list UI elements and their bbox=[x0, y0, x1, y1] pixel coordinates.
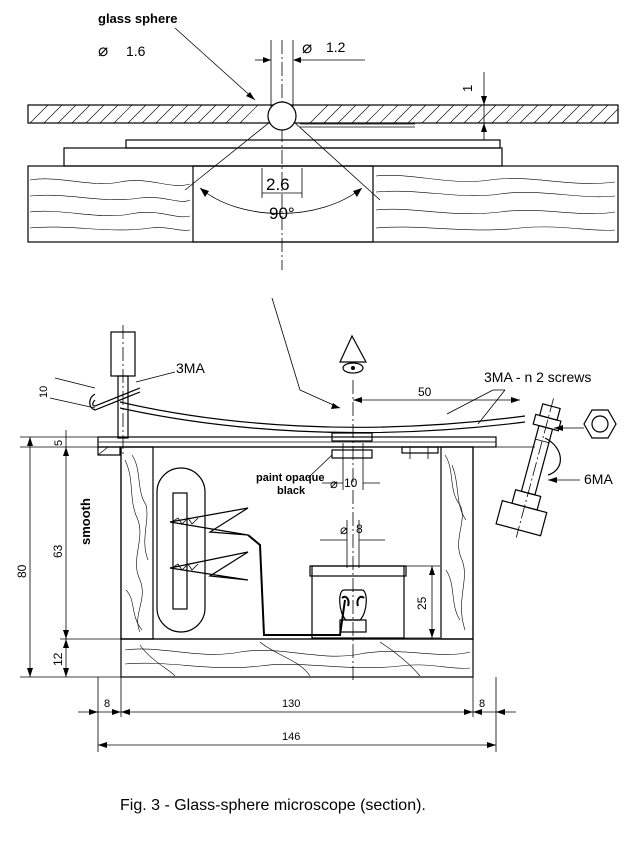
smooth-label: smooth bbox=[78, 498, 93, 545]
dim-50-label: 50 bbox=[418, 385, 432, 399]
wood-grain-top bbox=[29, 175, 616, 231]
dim-63-label: 63 bbox=[51, 544, 65, 558]
hex-nut-icon bbox=[554, 409, 617, 439]
right-bolt-assembly bbox=[401, 398, 562, 538]
dim-130-label: 130 bbox=[282, 698, 300, 710]
dim-2-6-label: 2.6 bbox=[266, 175, 290, 194]
dia-1-6-label: 1.6 bbox=[126, 43, 146, 59]
plate-hatch bbox=[29, 104, 619, 124]
eye-icon bbox=[339, 334, 368, 374]
dim-25-label: 25 bbox=[415, 596, 429, 610]
angle-90-label: 90° bbox=[269, 204, 295, 223]
screws-3ma-2-label: 3MA - n 2 screws bbox=[484, 369, 591, 385]
dim-5-label: 5 bbox=[53, 440, 65, 446]
dim-12-label: 12 bbox=[51, 652, 65, 666]
top-detail: glass sphere ⌀ 1.6 ⌀ 1.2 1 2.6 90° bbox=[27, 11, 619, 270]
glass-sphere-label: glass sphere bbox=[98, 11, 178, 26]
dim-146-label: 146 bbox=[282, 731, 300, 743]
main-section: 3MA 3MA - n 2 screws 50 10 5 smooth pain… bbox=[15, 325, 617, 752]
paint-black-label: black bbox=[277, 485, 306, 497]
lamp-bulb bbox=[339, 589, 367, 633]
diameter-symbol-2: ⌀ bbox=[302, 38, 312, 57]
paint-opaque-label: paint opaque bbox=[256, 472, 324, 484]
glass-sphere bbox=[267, 101, 297, 131]
wood-grain-box bbox=[124, 454, 471, 677]
dia-10-label: 10 bbox=[344, 476, 358, 490]
dim-1-label: 1 bbox=[460, 85, 475, 92]
dim-10-top-label: 10 bbox=[38, 386, 50, 398]
dim-80-label: 80 bbox=[15, 564, 29, 578]
dia-1-2-label: 1.2 bbox=[326, 39, 346, 55]
screw-3ma-label: 3MA bbox=[176, 360, 205, 376]
diameter-symbol-10: ⌀ bbox=[330, 476, 338, 491]
diameter-symbol-8: ⌀ bbox=[340, 522, 348, 537]
dim-8-right-label: 8 bbox=[479, 698, 485, 710]
dim-8-left-label: 8 bbox=[104, 698, 110, 710]
dia-8-label: 8 bbox=[356, 522, 363, 536]
figure-caption: Fig. 3 - Glass-sphere microscope (sectio… bbox=[120, 797, 426, 814]
nut-6ma-label: 6MA bbox=[584, 471, 613, 487]
diameter-symbol-1: ⌀ bbox=[98, 41, 108, 60]
